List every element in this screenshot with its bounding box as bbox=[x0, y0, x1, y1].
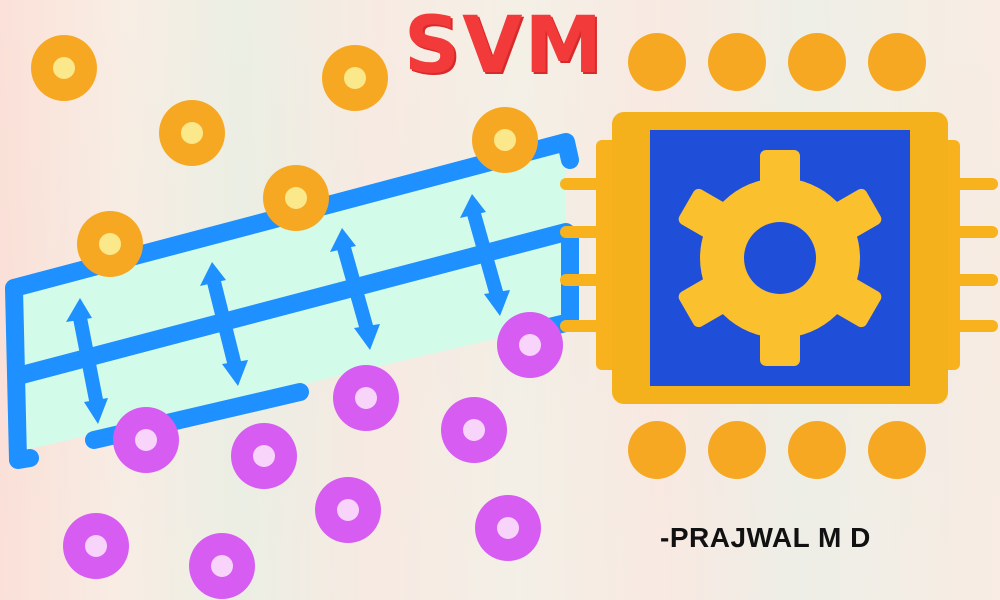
orange-point bbox=[31, 35, 97, 101]
purple-point bbox=[315, 477, 381, 543]
purple-point bbox=[497, 312, 563, 378]
hyperplane-line bbox=[9, 223, 575, 385]
purple-point bbox=[63, 513, 129, 579]
orange-point bbox=[322, 45, 388, 111]
class-a-points bbox=[31, 35, 538, 277]
class-b-points bbox=[63, 312, 563, 599]
gear-icon bbox=[678, 150, 882, 366]
gear-chip-icon bbox=[560, 33, 998, 479]
author-credit: -PRAJWAL M D bbox=[660, 522, 871, 553]
margin-arrow bbox=[330, 228, 380, 350]
orange-point bbox=[159, 100, 225, 166]
purple-point bbox=[113, 407, 179, 473]
orange-point bbox=[77, 211, 143, 277]
margin-arrow bbox=[66, 298, 108, 424]
purple-point bbox=[189, 533, 255, 599]
margin-arrow bbox=[200, 262, 248, 386]
page-title: SVM bbox=[403, 1, 605, 91]
purple-point bbox=[475, 495, 541, 561]
purple-point bbox=[231, 423, 297, 489]
orange-point bbox=[263, 165, 329, 231]
purple-point bbox=[333, 365, 399, 431]
svm-margin-band bbox=[5, 133, 579, 469]
purple-point bbox=[441, 397, 507, 463]
orange-point bbox=[472, 107, 538, 173]
margin-outline-top bbox=[5, 133, 579, 469]
margin-arrow bbox=[460, 194, 510, 316]
